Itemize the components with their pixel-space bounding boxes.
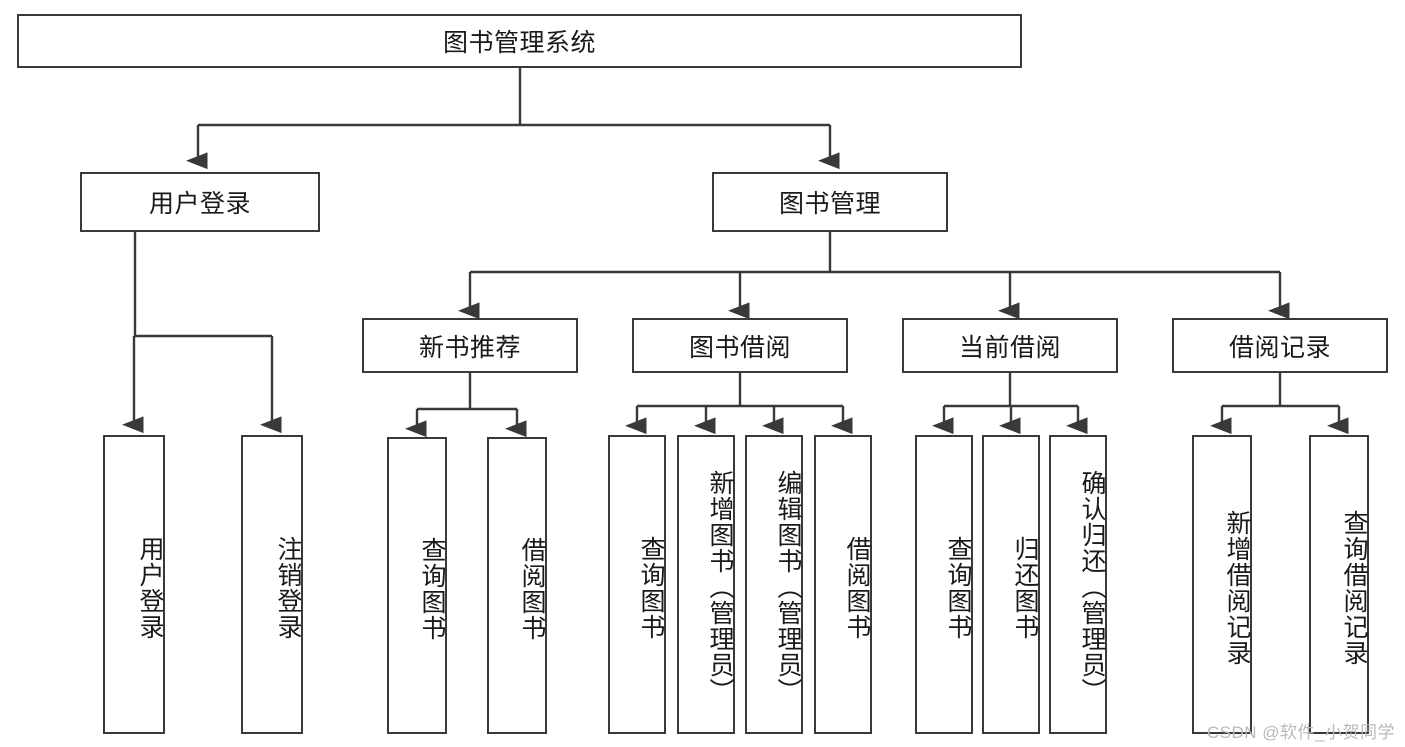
node-leaf-logout-label: 注销登录: [274, 535, 302, 640]
node-leaf-query-book-recommend-label: 查询图书: [418, 536, 446, 641]
node-leaf-query-borrow-record-label: 查询借阅记录: [1340, 509, 1368, 666]
node-book-borrow-label: 图书借阅: [688, 333, 791, 362]
node-leaf-add-book-admin[interactable]: 新增图书（管理员）: [677, 435, 735, 734]
node-leaf-query-book-borrow-label: 查询图书: [637, 535, 665, 640]
node-new-book-recommend-label: 新书推荐: [418, 333, 521, 362]
node-leaf-confirm-return-admin-label: 确认归还（管理员）: [1078, 469, 1106, 704]
node-book-management-label: 图书管理: [778, 190, 881, 218]
node-root-system-label: 图书管理系统: [442, 29, 596, 57]
watermark: CSDN @软件_小贺同学: [1206, 723, 1395, 742]
node-leaf-query-book-recommend[interactable]: 查询图书: [387, 437, 447, 734]
node-root-system[interactable]: 图书管理系统: [17, 14, 1022, 68]
node-borrow-record-label: 借阅记录: [1228, 333, 1331, 362]
node-leaf-edit-book-admin[interactable]: 编辑图书（管理员）: [745, 435, 803, 734]
node-leaf-logout[interactable]: 注销登录: [241, 435, 303, 734]
node-leaf-query-borrow-record[interactable]: 查询借阅记录: [1309, 435, 1369, 734]
node-book-borrow[interactable]: 图书借阅: [632, 318, 848, 373]
node-leaf-edit-book-admin-label: 编辑图书（管理员）: [774, 469, 802, 704]
node-leaf-add-borrow-record-label: 新增借阅记录: [1223, 509, 1251, 666]
node-current-borrow-label: 当前借阅: [958, 333, 1061, 362]
node-leaf-borrow-book-recommend-label: 借阅图书: [518, 536, 546, 641]
node-book-management[interactable]: 图书管理: [712, 172, 948, 232]
node-leaf-add-book-admin-label: 新增图书（管理员）: [706, 469, 734, 704]
node-leaf-borrow-book-recommend[interactable]: 借阅图书: [487, 437, 547, 734]
node-user-login-label: 用户登录: [148, 190, 251, 218]
node-borrow-record[interactable]: 借阅记录: [1172, 318, 1388, 373]
node-leaf-query-book-current-label: 查询图书: [944, 535, 972, 640]
node-leaf-return-book[interactable]: 归还图书: [982, 435, 1040, 734]
node-leaf-query-book-current[interactable]: 查询图书: [915, 435, 973, 734]
node-leaf-user-login[interactable]: 用户登录: [103, 435, 165, 734]
node-leaf-user-login-label: 用户登录: [136, 535, 164, 640]
node-new-book-recommend[interactable]: 新书推荐: [362, 318, 578, 373]
node-leaf-borrow-book[interactable]: 借阅图书: [814, 435, 872, 734]
node-leaf-confirm-return-admin[interactable]: 确认归还（管理员）: [1049, 435, 1107, 734]
node-current-borrow[interactable]: 当前借阅: [902, 318, 1118, 373]
node-leaf-add-borrow-record[interactable]: 新增借阅记录: [1192, 435, 1252, 734]
node-leaf-borrow-book-label: 借阅图书: [843, 535, 871, 640]
node-leaf-return-book-label: 归还图书: [1011, 535, 1039, 640]
node-leaf-query-book-borrow[interactable]: 查询图书: [608, 435, 666, 734]
node-user-login[interactable]: 用户登录: [80, 172, 320, 232]
